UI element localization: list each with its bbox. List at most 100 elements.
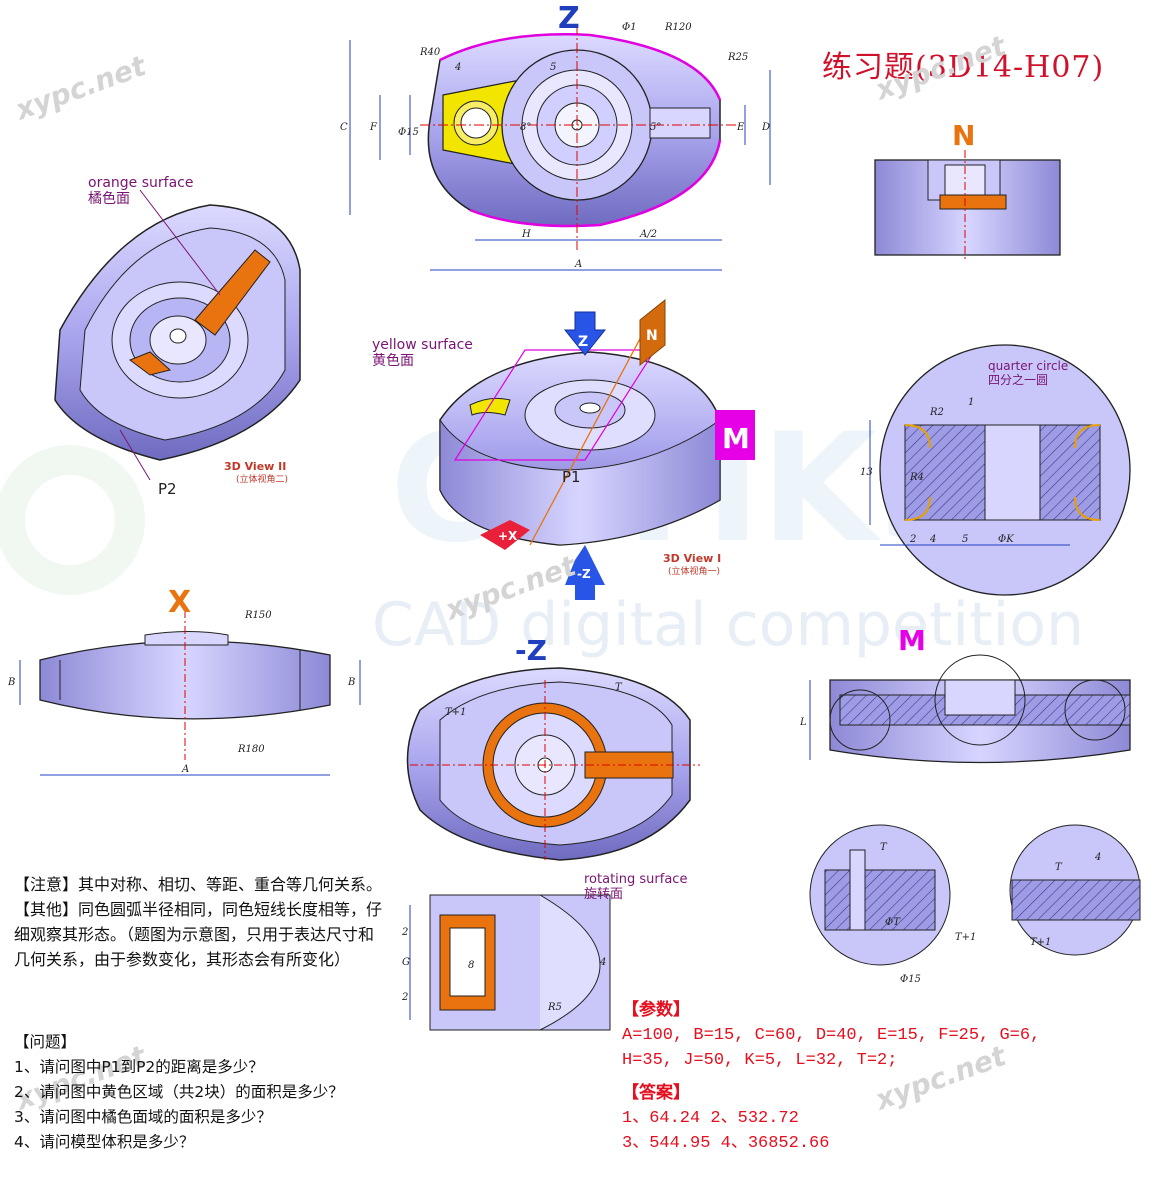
axis-plus-x-arrow: +X [498,529,518,543]
dim-f: F [369,122,378,133]
answers-line-2: 3、544.95 4、36852.66 [622,1134,830,1153]
dim-4-top: 4 [454,62,461,73]
dim-a-side: A [181,764,189,775]
dim-l: L [799,717,807,728]
view2-title: 3D View II [224,460,286,473]
view-label-z: Z [558,1,580,36]
dim-phik: ΦK [998,534,1014,545]
dim-b-right: B [347,677,355,688]
dim-a-top: A [574,259,582,270]
dim-b-left: B [7,677,15,688]
rotating-cn-label: 旋转面 [584,887,623,902]
note-1: 【注意】其中对称、相切、等距、重合等几何关系。 [14,875,383,894]
rotating-surface-detail: 2 G 2 8 4 R5 [401,894,611,1031]
dim-phi15-detail: Φ15 [900,974,921,985]
dim-4-rot: 4 [599,957,606,968]
answers-line-1: 1、64.24 2、532.72 [622,1109,799,1128]
question-3: 3、请问图中橘色面域的面积是多少？ [14,1108,272,1126]
questions-block: 【问题】 1、请问图中P1到P2的距离是多少？ 2、请问图中黄色区域（共2块）的… [14,1030,464,1155]
view2-subtitle: (立体视角二) [236,473,288,485]
questions-header: 【问题】 [14,1033,77,1051]
dim-8-rot: 8 [468,960,474,971]
dim-t1-detail: T+1 [955,932,976,943]
side-view-x: B B A R150 R180 [7,610,361,776]
axis-n-arrow: N [646,328,658,344]
dim-t1-detail2: T+1 [1030,937,1051,948]
dim-r120: R120 [664,22,692,33]
quarter-en-label: quarter circle [988,359,1068,373]
3d-view-2 [54,189,301,481]
quarter-circle-detail: 13 R2 1 R4 2 4 5 ΦK [860,344,1131,596]
params-line-2: H=35, J=50, K=5, L=32, T=2; [622,1051,898,1070]
dim-2-rot-a: 2 [401,927,408,938]
watermark-3: xypc.net [439,549,581,628]
dim-13: 13 [860,467,873,478]
params-line-1: A=100, B=15, C=60, D=40, E=15, F=25, G=6… [622,1026,1041,1045]
orange-cn: 橘色面 [88,191,130,207]
section-view-n [874,150,1061,260]
view-label-n: N [952,119,975,152]
view1-title: 3D View I [663,552,721,565]
label-p1: P1 [562,468,581,486]
yellow-surface-label: yellow surface 黄色面 [372,337,473,369]
dim-t-detail: T [880,842,888,853]
dim-phi1: Φ1 [622,22,637,33]
dim-r180: R180 [237,744,265,755]
axis-minus-z-arrow: -Z [577,567,591,581]
bottom-view-neg-z: T T+1 [406,667,700,861]
dim-5deg: 5° [650,122,661,133]
dim-phit: ΦT [885,917,901,928]
dim-r5: R5 [547,1002,562,1013]
dim-r4: R4 [909,472,924,483]
axis-arrows: Z N M +X -Z [480,298,755,600]
answers-header: 【答案】 [622,1083,690,1103]
notes-block: 【注意】其中对称、相切、等距、重合等几何关系。 【其他】同色圆弧半径相同，同色短… [14,872,386,972]
dim-t1-bottom: T+1 [445,707,466,718]
dim-r2: R2 [929,407,944,418]
top-view-z: C F Φ15 E D H A/2 A R40 Φ1 R120 R25 5 4 … [340,22,771,271]
view-label-neg-z: -Z [515,634,547,667]
dim-t-detail2: T [1055,862,1063,873]
yellow-en: yellow surface [372,337,473,353]
axis-z-arrow: Z [578,334,588,350]
axis-m-arrow: M [722,422,750,455]
dim-e: E [736,122,745,133]
dim-2-qc: 2 [909,534,916,545]
rotating-en-label: rotating surface [584,872,687,887]
question-1: 1、请问图中P1到P2的距离是多少？ [14,1058,264,1076]
dim-a-half: A/2 [639,229,657,240]
3d-view-1: P1 [439,319,721,546]
dim-4-detail2: 4 [1094,852,1101,863]
dim-1: 1 [968,397,974,408]
orange-surface-label: orange surface 橘色面 [88,175,193,207]
view-label-x: X [168,585,191,620]
yellow-cn: 黄色面 [372,353,414,369]
dim-h: H [521,229,531,240]
dim-2-rot-b: 2 [401,992,408,1003]
quarter-cn-label: 四分之一圆 [988,373,1048,387]
dim-r25: R25 [727,52,748,63]
dim-5-top: 5 [550,62,556,73]
question-4: 4、请问模型体积是多少？ [14,1133,195,1151]
params-header: 【参数】 [622,1000,690,1020]
watermark-2: xypc.net [869,29,1011,108]
dim-r40: R40 [419,47,441,58]
detail-circle-left: T ΦT T+1 Φ15 [809,824,976,985]
dim-8deg: 8° [520,122,531,133]
dim-5-qc: 5 [962,534,968,545]
dim-d: D [761,122,770,133]
watermark-1: xypc.net [9,49,151,128]
label-p2: P2 [158,480,177,498]
view-label-m: M [898,624,926,657]
dim-4-qc: 4 [929,534,936,545]
note-2: 【其他】同色圆弧半径相同，同色短线长度相等，仔细观察其形态。（题图为示意图，只用… [14,900,383,969]
dim-c: C [340,122,348,133]
section-view-m: L [799,654,1131,764]
brand-watermark: CAD digital competition [372,590,1085,660]
dim-phi15: Φ15 [398,127,419,138]
detail-circle-right: T 4 T+1 [1009,824,1141,956]
dim-t-bottom: T [615,682,623,693]
dim-r150: R150 [244,610,272,621]
view1-subtitle: (立体视角一) [668,565,720,577]
